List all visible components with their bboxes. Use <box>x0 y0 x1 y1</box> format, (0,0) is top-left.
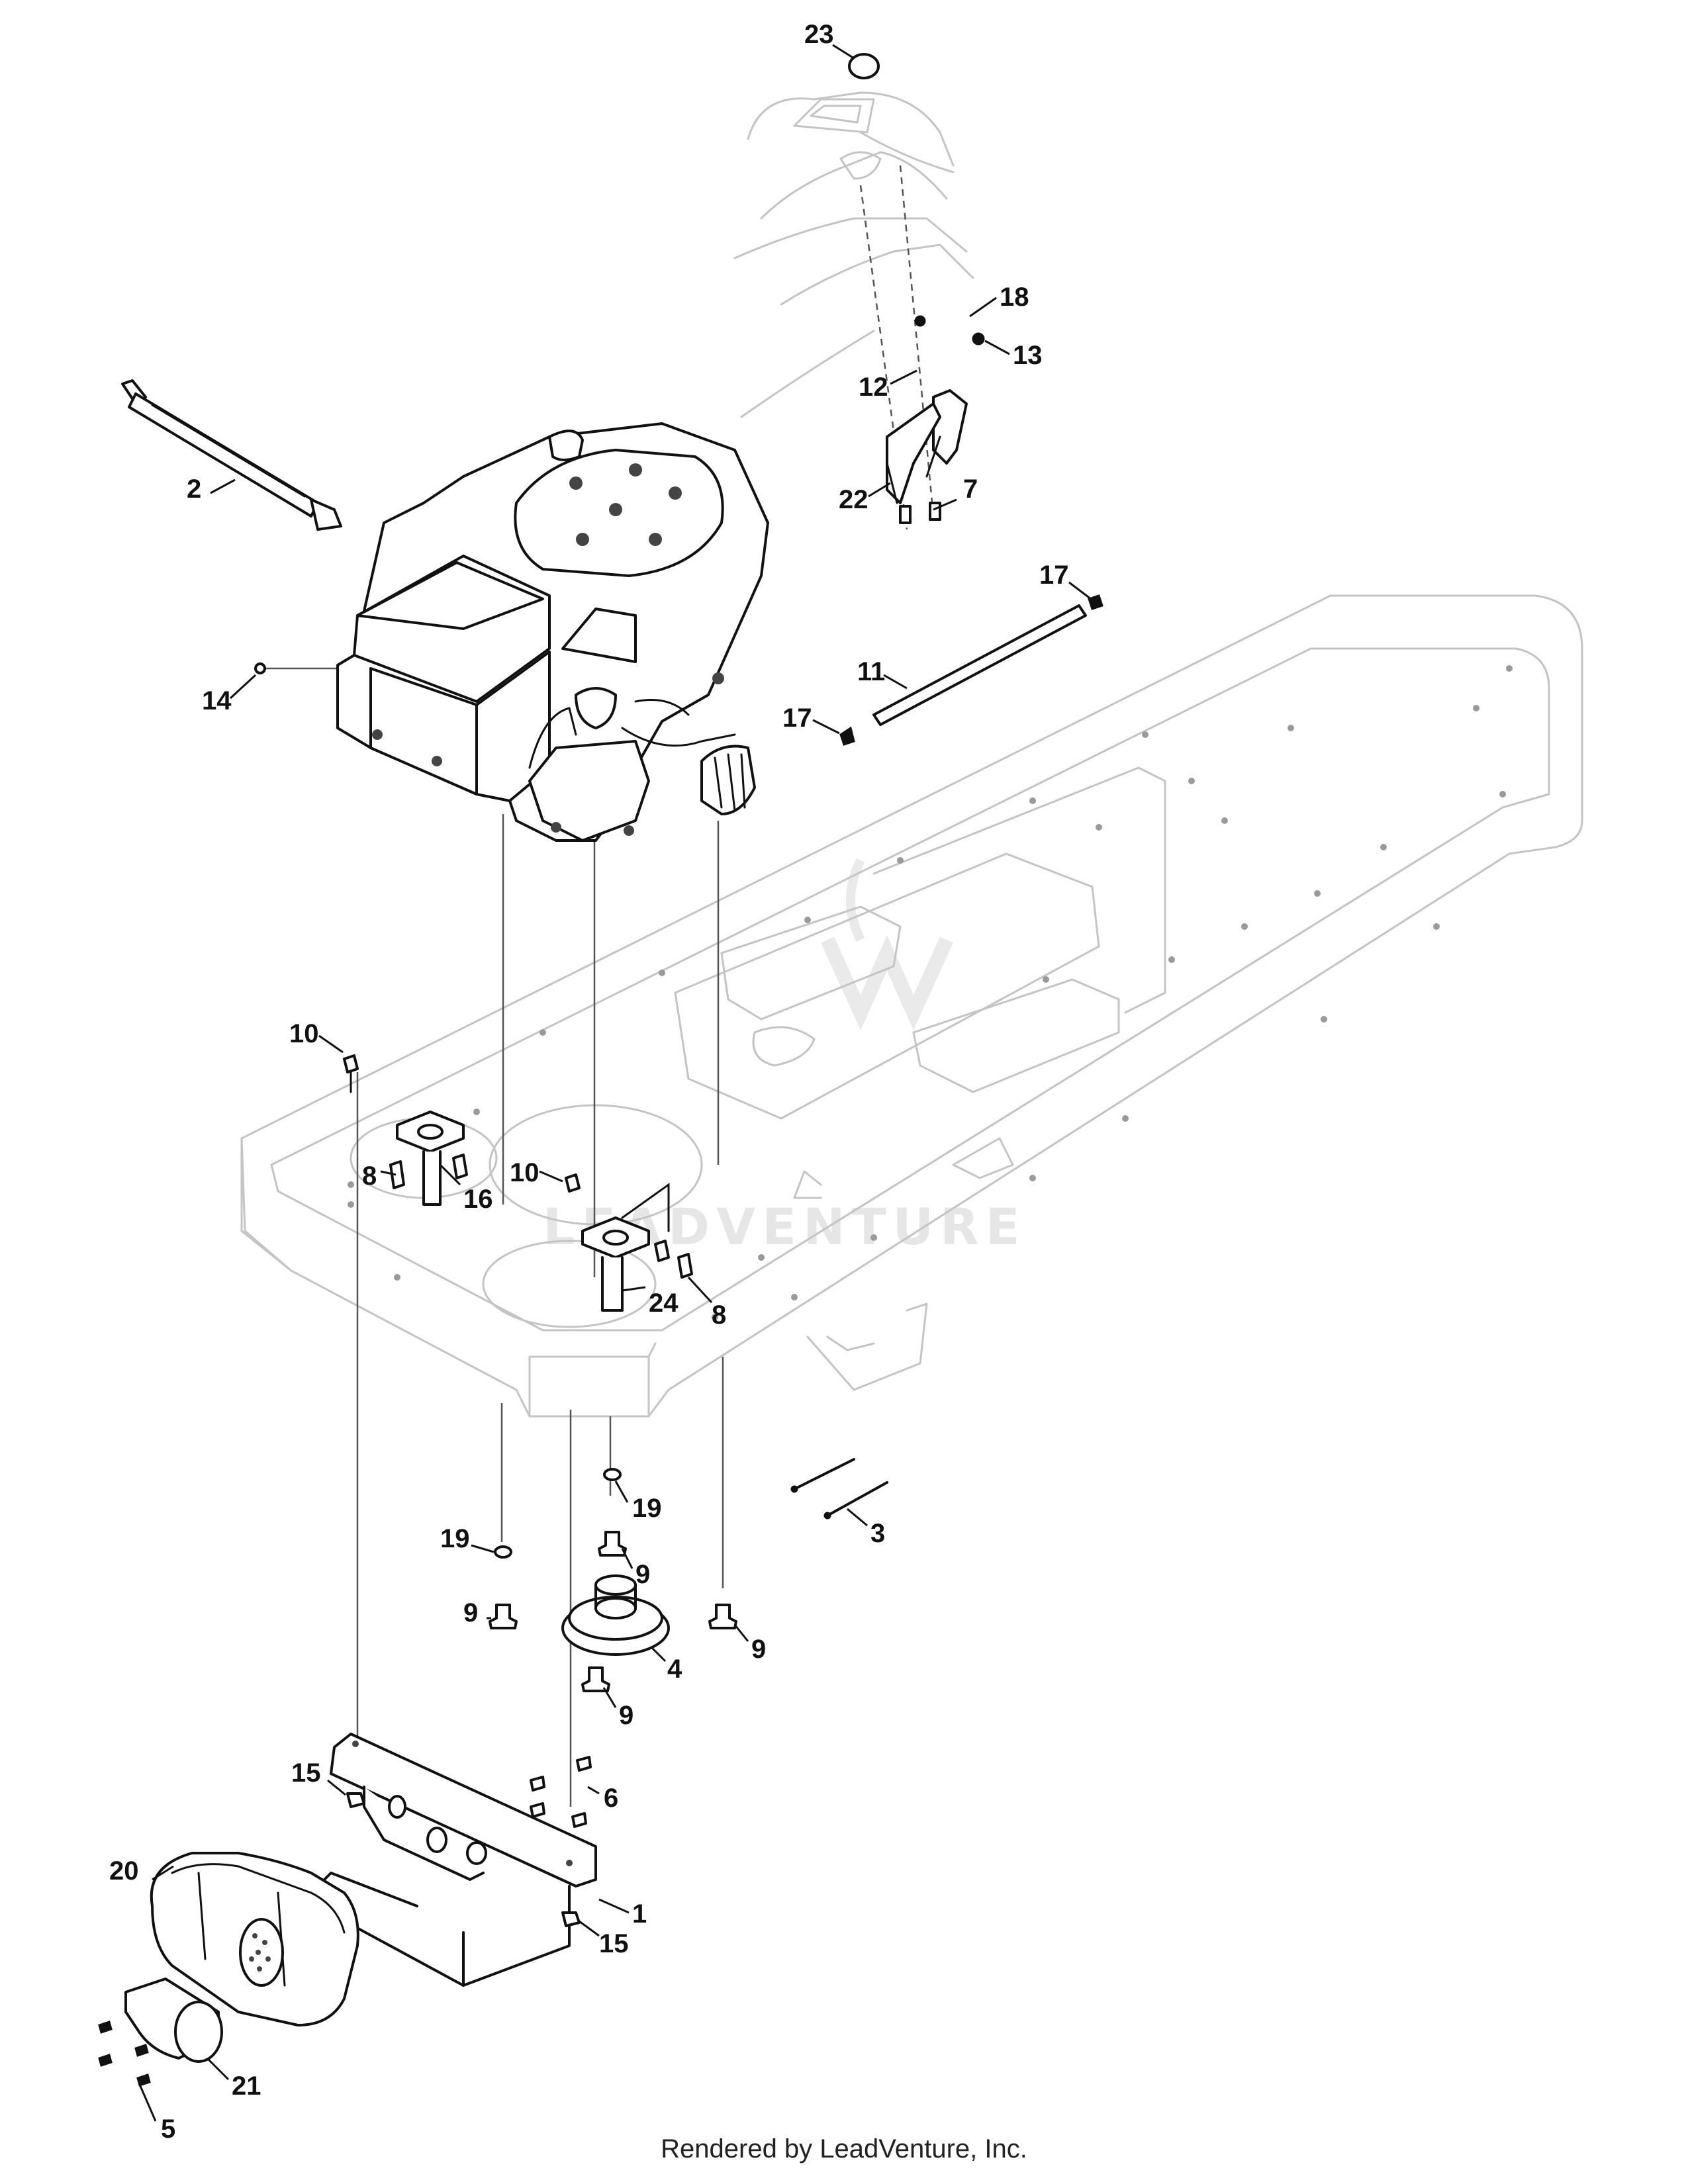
callout-12: 12 <box>859 373 888 402</box>
callout-21: 21 <box>232 2071 261 2101</box>
part-20-muffler <box>98 1852 359 2087</box>
throttle-rod-assembly <box>839 594 1103 746</box>
callout-5: 5 <box>161 2115 175 2144</box>
callout-16: 16 <box>463 1185 493 1214</box>
callout-15-right: 15 <box>599 1929 629 1958</box>
rendered-by-footer: Rendered by LeadVenture, Inc. <box>661 2134 1027 2163</box>
callout-20: 20 <box>109 1856 139 1886</box>
callout-13: 13 <box>1013 341 1043 370</box>
callout-17-top: 17 <box>1039 561 1069 590</box>
right-engine-mount <box>565 1173 693 1312</box>
frame-outline <box>240 594 1583 1418</box>
callout-9-left: 9 <box>463 1598 478 1627</box>
callout-9-right: 9 <box>751 1635 766 1664</box>
part-14-nut <box>254 662 266 674</box>
callout-23: 23 <box>804 20 834 49</box>
mounting-axis-lines <box>261 165 935 1807</box>
callout-10-left: 10 <box>289 1019 319 1048</box>
oil-drain-tube <box>121 379 342 531</box>
callout-19-right: 19 <box>632 1494 662 1523</box>
callout-8-right: 8 <box>712 1300 726 1330</box>
part-1-muffler-bracket <box>303 1733 597 1987</box>
callout-8-left: 8 <box>362 1161 377 1191</box>
part-23-cap <box>848 53 880 79</box>
callout-9-lower: 9 <box>619 1701 633 1730</box>
callout-24: 24 <box>649 1289 679 1318</box>
callout-22: 22 <box>839 485 868 514</box>
callout-leaders <box>139 44 1092 2122</box>
leadventure-watermark: LEADVENTURE <box>543 858 1020 1256</box>
engine <box>336 422 769 842</box>
callout-17-bottom: 17 <box>782 704 812 733</box>
callout-19-left: 19 <box>440 1524 470 1553</box>
callout-10-right: 10 <box>510 1158 539 1187</box>
left-engine-mount <box>343 1054 468 1206</box>
seat-body-outline <box>733 91 974 418</box>
callout-3: 3 <box>870 1519 885 1548</box>
callout-15-left: 15 <box>291 1758 321 1788</box>
part-4-pulley <box>561 1574 670 1656</box>
callout-1: 1 <box>632 1899 647 1929</box>
callout-11: 11 <box>857 657 885 686</box>
callout-18: 18 <box>1000 283 1029 312</box>
callout-7: 7 <box>963 475 978 504</box>
washers-and-bolts <box>489 1468 737 1692</box>
callout-6: 6 <box>604 1784 618 1813</box>
callout-2: 2 <box>187 475 201 504</box>
throttle-lever-assembly <box>886 315 985 524</box>
callout-9-upper: 9 <box>635 1560 650 1589</box>
callout-14: 14 <box>202 686 232 715</box>
callout-labels: 23 18 13 12 22 7 2 17 11 17 14 10 8 16 1… <box>109 20 1069 2144</box>
callout-4: 4 <box>667 1655 682 1684</box>
part-3-pins <box>790 1458 888 1520</box>
